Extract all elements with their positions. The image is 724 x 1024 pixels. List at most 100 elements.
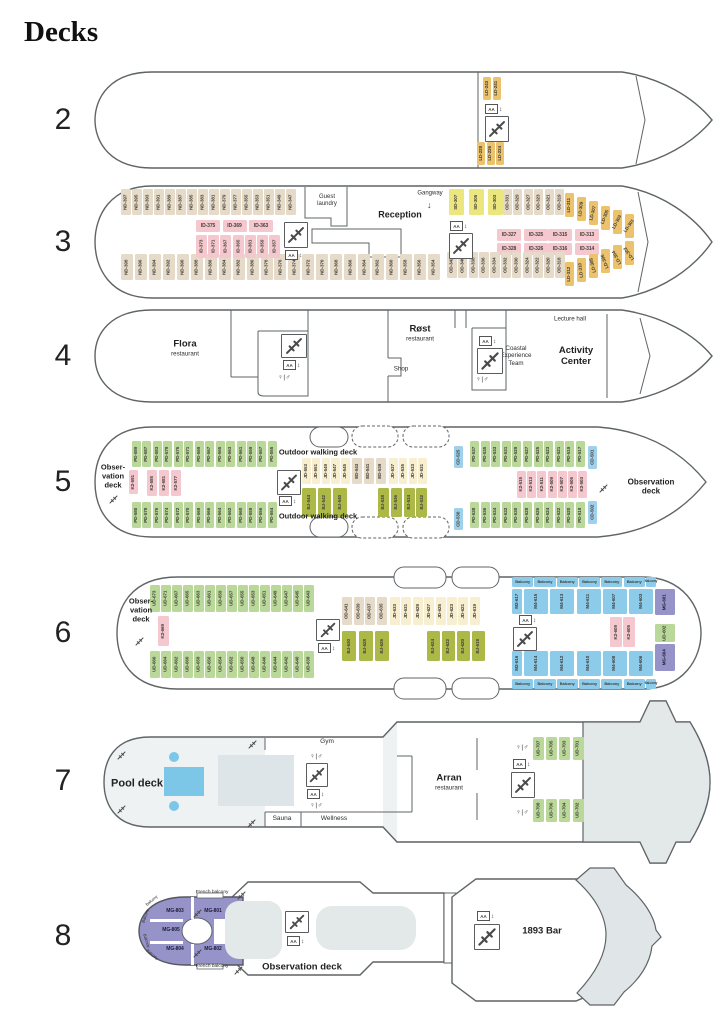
- cabin-K2-585: K2-585: [147, 470, 157, 496]
- cabin-UD-653: UD-653: [249, 585, 259, 612]
- wc-icon: ♀|♂: [310, 802, 323, 809]
- cabin-ND-362: ND-362: [372, 254, 385, 280]
- cabin-ND-390: ND-390: [176, 254, 189, 280]
- cabin-PD-556: PD-556: [257, 502, 267, 528]
- cabin-ND-366: ND-366: [344, 254, 357, 280]
- cabin-UD-659: UD-659: [216, 585, 226, 612]
- french-balcony-top-label: French balcony: [195, 890, 229, 896]
- cabin-UD-702: UD-702: [572, 799, 584, 822]
- deck-3-hull: [94, 185, 713, 299]
- cabin-JD-537: JD-537: [389, 458, 398, 484]
- cabin-UD-662: UD-662: [172, 651, 182, 678]
- cabin-UD-657: UD-657: [227, 585, 237, 612]
- cabin-BJ-536: BJ-536: [390, 488, 402, 517]
- text-label: restaurant: [406, 335, 434, 343]
- cabin-M4-615: M4-615: [524, 589, 548, 614]
- cabin-JD-633: JD-633: [390, 597, 400, 625]
- cabin-PD-583: PD-583: [152, 441, 162, 467]
- cabin-PD-524: PD-524: [544, 502, 554, 528]
- cabin-PD-526: PD-526: [533, 502, 543, 528]
- cabin-SD-303: SD-303: [488, 189, 503, 215]
- cabin-ND-360: ND-360: [386, 254, 399, 280]
- cabin-PD-536: PD-536: [480, 502, 490, 528]
- french-balcony-bottom-label: French balcony: [195, 964, 229, 970]
- cabin-OD-637: OD-637: [365, 597, 376, 625]
- stairs-icon: [108, 492, 119, 504]
- observation-deck-left-label: Obser- vation deck: [100, 462, 126, 490]
- cabin-M4-610: M4-610: [576, 651, 601, 676]
- cabin-ND-387: ND-387: [176, 189, 186, 215]
- cabin-PD-517: PD-517: [576, 441, 585, 467]
- cabin-ID-373: ID-373: [196, 235, 207, 258]
- cabin-BJ-538: BJ-538: [378, 488, 389, 517]
- cabin-OD-334: OD-334: [490, 252, 500, 278]
- cabin-MG-601: MG-601: [655, 589, 675, 615]
- stairs-icon: [192, 946, 203, 958]
- cabin-UD-708: UD-708: [533, 799, 544, 822]
- cabin-ND-391: ND-391: [154, 189, 164, 215]
- cabin-Balcony: Balcony: [623, 679, 645, 689]
- cabin-MG-802: MG-802: [204, 945, 222, 952]
- cabin-ED-539: ED-539: [375, 458, 386, 484]
- cabin-ND-370: ND-370: [316, 254, 329, 280]
- activity-center-label: Activity Center: [558, 344, 594, 367]
- cabin-LD-224: LD-224: [496, 142, 504, 165]
- cabin-PD-572: PD-572: [173, 502, 183, 528]
- cabin-ND-377: ND-377: [231, 189, 241, 215]
- cabin-LD-301: LD-301: [623, 214, 635, 238]
- cabin-OD-327: OD-327: [523, 189, 533, 215]
- cabin-OD-639: OD-639: [353, 597, 364, 625]
- stairs-icon: [511, 772, 535, 798]
- cabin-ID-316: ID-316: [548, 243, 572, 255]
- cabin-Balcony: Balcony: [534, 577, 556, 587]
- cabin-CD-530: CD-530: [454, 508, 463, 530]
- stairs-icon: [598, 481, 609, 493]
- deck-6-hull: [116, 576, 702, 690]
- cabin-JD-551: JD-551: [311, 458, 321, 484]
- elevator-icon: AA↕: [279, 496, 296, 506]
- outdoor-walking-deck-top-label: Outdoor walking deck: [278, 447, 358, 457]
- cabin-UD-667: UD-667: [172, 585, 182, 612]
- cabin-ND-356: ND-356: [413, 254, 426, 280]
- cabin-JD-545: JD-545: [341, 458, 350, 484]
- cabin-SD-307: SD-307: [449, 189, 464, 215]
- stairs-icon: [306, 763, 328, 787]
- elevator-icon: AA↕: [283, 360, 300, 370]
- cabin-ND-393: ND-393: [143, 189, 153, 215]
- text-label: Guest laundry: [317, 193, 337, 207]
- cabin-PD-518: PD-518: [576, 502, 585, 528]
- cabin-PD-560: PD-560: [236, 502, 246, 528]
- elevator-icon: AA↕: [485, 104, 502, 114]
- cabin-UD-650: UD-650: [238, 651, 248, 678]
- cabin-ID-371: ID-371: [208, 235, 220, 258]
- cabin-LD-309: LD-309: [577, 197, 586, 222]
- cabin-PD-589: PD-589: [132, 441, 141, 467]
- wellness-label: Wellness: [320, 815, 348, 823]
- cabin-UD-665: UD-665: [183, 585, 193, 612]
- cabin-M4-613: M4-613: [550, 589, 575, 614]
- cabin-UD-671: UD-671: [161, 585, 171, 612]
- cabin-ND-368: ND-368: [330, 254, 343, 280]
- cabin-PD-565: PD-565: [215, 441, 225, 467]
- deck-7-funnel: [582, 700, 711, 864]
- deck-number-5: 5: [54, 465, 72, 498]
- cabin-PD-561: PD-561: [236, 441, 246, 467]
- cabin-ID-325: ID-325: [524, 229, 548, 241]
- cabin-UD-703: UD-703: [559, 737, 571, 760]
- cabin-BJ-626: BJ-626: [375, 631, 389, 661]
- cabin-OD-319: OD-319: [555, 189, 564, 215]
- cabin-ID-369: ID-369: [222, 220, 247, 232]
- cabin-JD-621: JD-621: [458, 597, 469, 625]
- cabin-ND-349: ND-349: [275, 189, 285, 215]
- cabin-ND-386: ND-386: [204, 254, 217, 280]
- cabin-LD-307: LD-307: [589, 201, 598, 226]
- cabin-PD-528: PD-528: [523, 502, 532, 528]
- cabin-LD-228: LD-228: [477, 142, 485, 165]
- wc-icon: ♀|♂: [516, 744, 529, 751]
- cabin-PD-535: PD-535: [480, 441, 490, 467]
- coastal-experience-label: Coastal Experience Team: [500, 345, 532, 367]
- cabin-PD-533: PD-533: [491, 441, 501, 467]
- deck-number-8: 8: [54, 919, 72, 952]
- cabin-ID-375: ID-375: [196, 220, 220, 232]
